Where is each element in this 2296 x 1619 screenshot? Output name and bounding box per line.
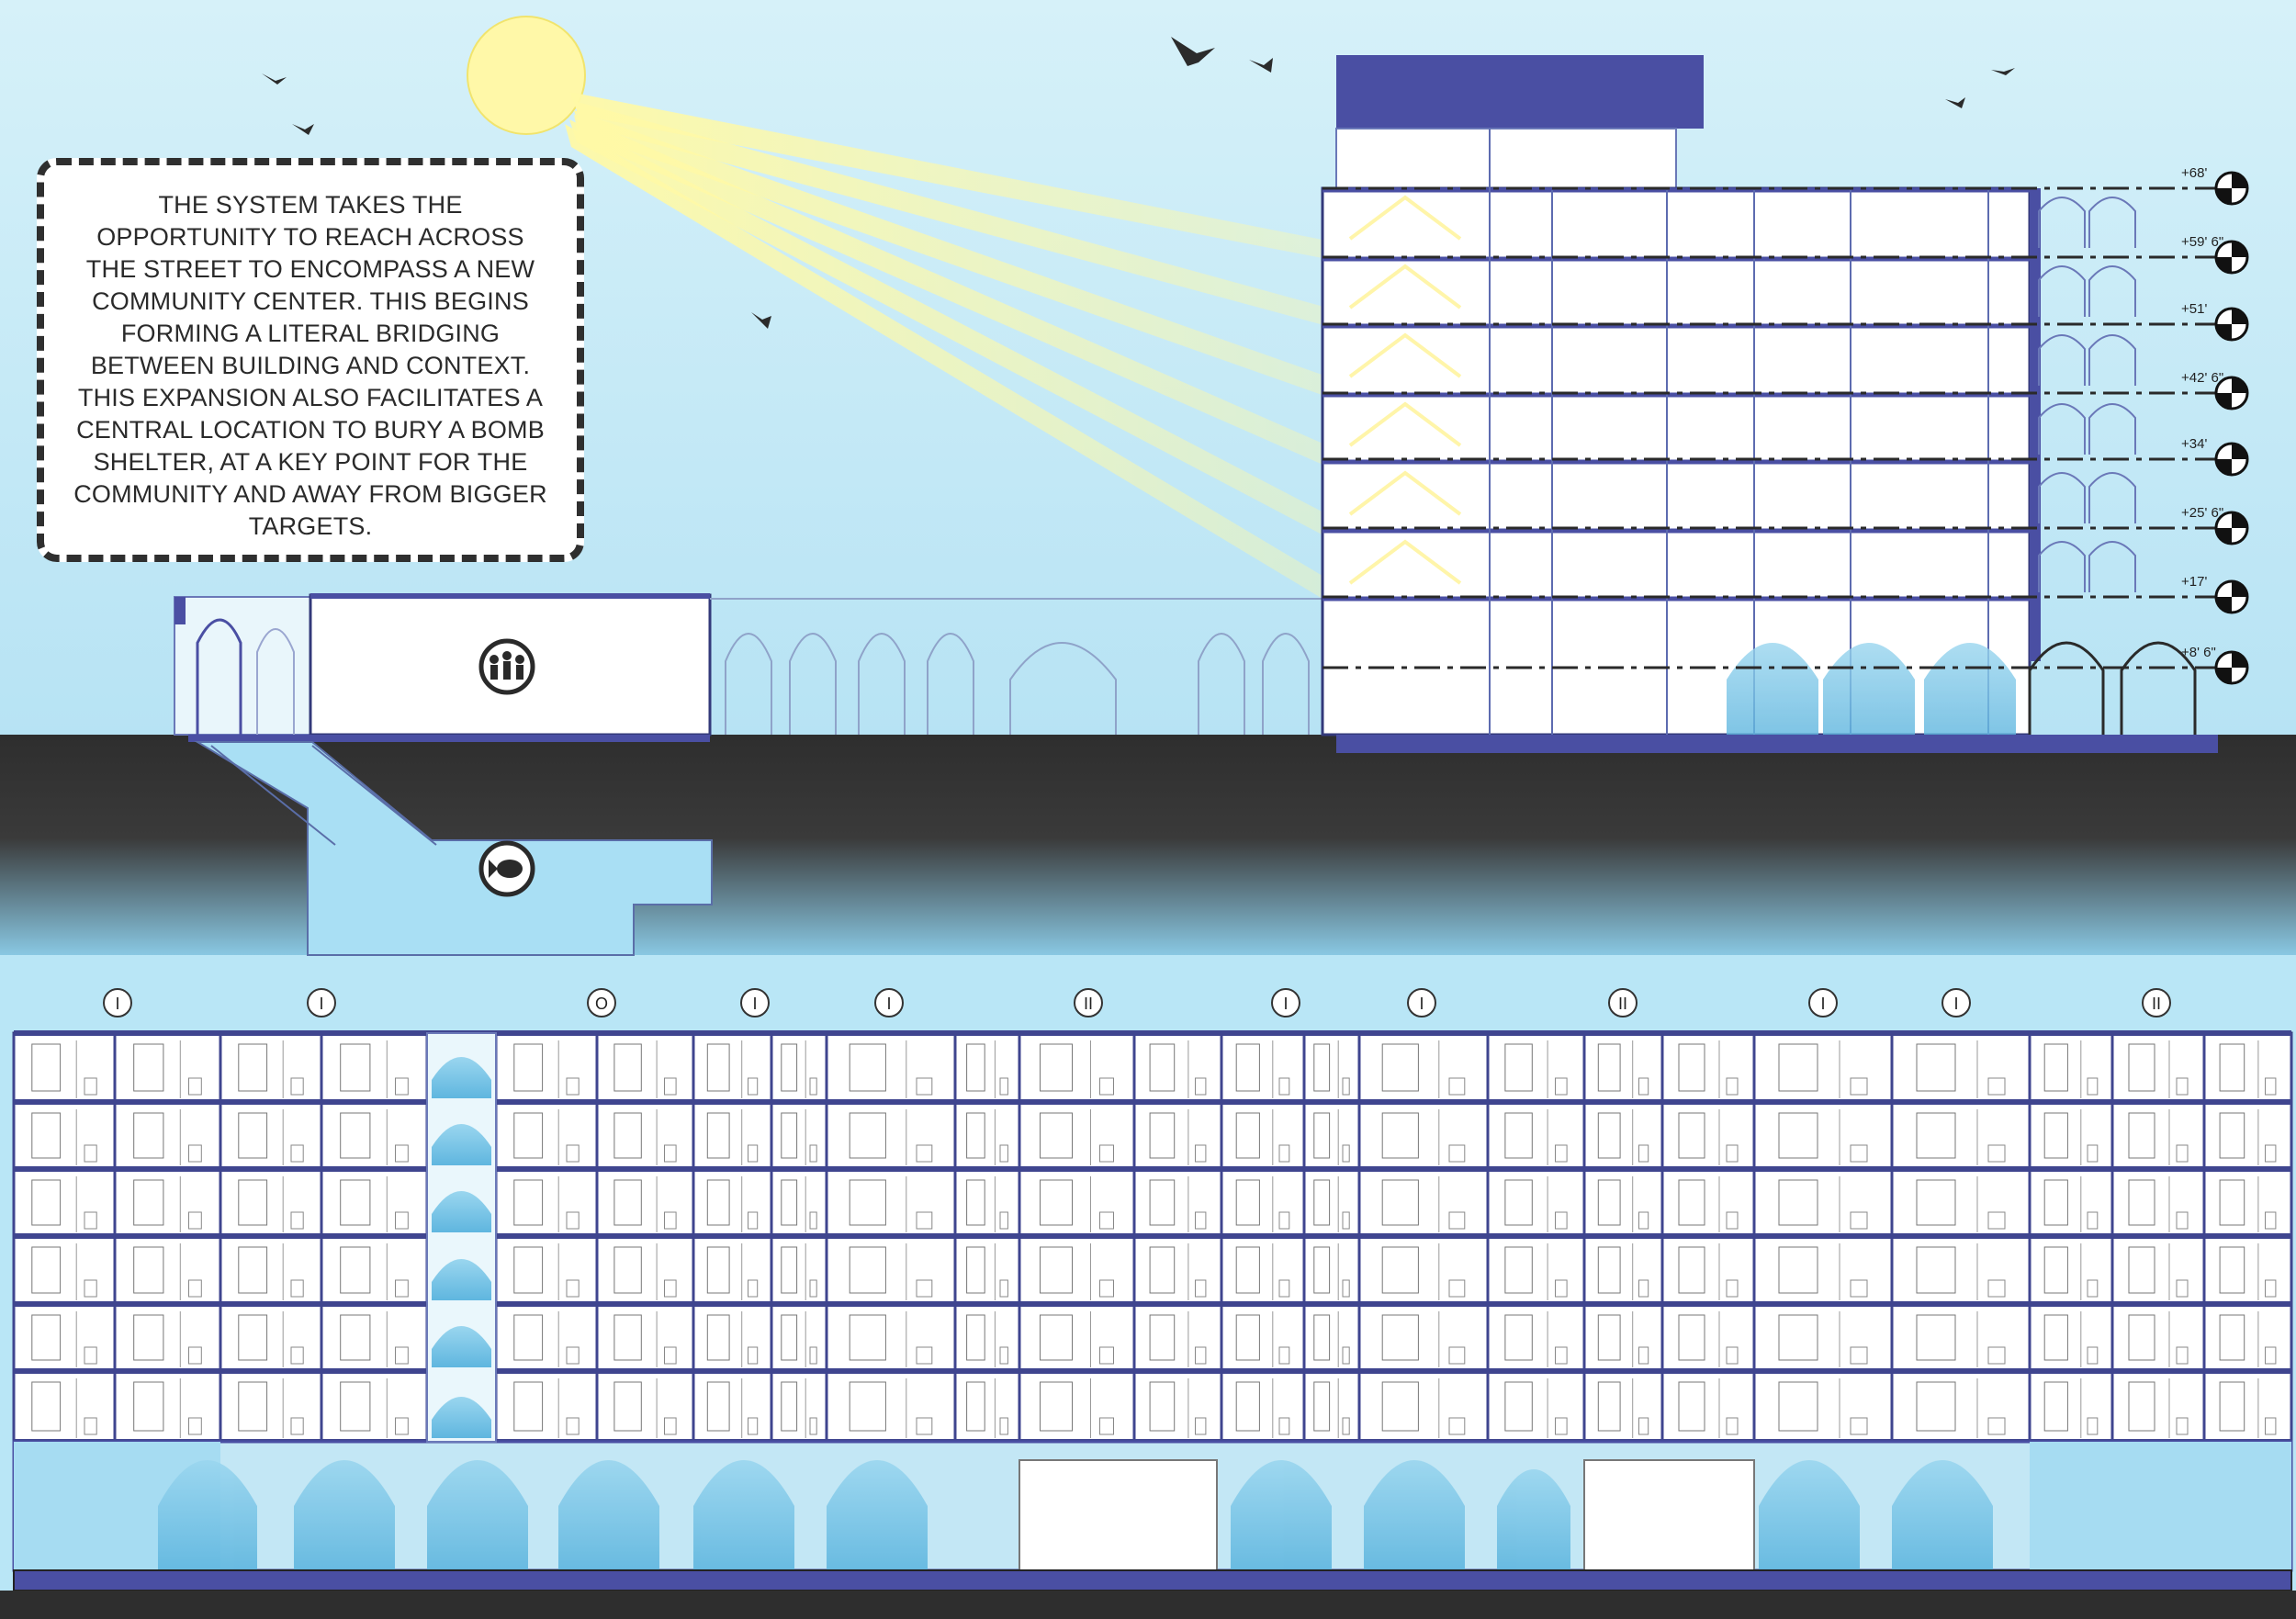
elevation-datum: +17' <box>2181 574 2249 614</box>
unit-marker: I <box>1808 988 1838 1017</box>
elevation-datum: +68' <box>2181 165 2249 206</box>
note-line: THE STREET TO ENCOMPASS A NEW <box>85 255 535 283</box>
note-line: THIS EXPANSION ALSO FACILITATES A <box>77 384 544 411</box>
unit-marker: II <box>1608 988 1638 1017</box>
unit-marker-label: I <box>1820 995 1825 1013</box>
unit-marker-label: II <box>1618 995 1627 1013</box>
elevation-datum-icon <box>2214 171 2249 206</box>
unit-marker: I <box>874 988 904 1017</box>
elevation-datum-icon <box>2214 511 2249 545</box>
birds <box>262 37 2015 329</box>
unit-marker-label: II <box>1084 995 1093 1013</box>
note-line: BETWEEN BUILDING AND CONTEXT. <box>90 352 531 379</box>
note-line: THE SYSTEM TAKES THE <box>158 191 463 219</box>
unit-marker: I <box>1941 988 1971 1017</box>
elevation-label: +17' <box>2181 574 2207 590</box>
unit-marker-label: II <box>2152 995 2161 1013</box>
unit-marker-label: I <box>1419 995 1424 1013</box>
longitudinal-section <box>0 1030 2296 1619</box>
unit-marker: I <box>103 988 132 1017</box>
level-lines <box>1322 186 2223 669</box>
elevation-datum: +25' 6" <box>2181 505 2249 545</box>
bird-icon <box>1171 37 1215 66</box>
description-note: THE SYSTEM TAKES THE OPPORTUNITY TO REACH… <box>37 158 584 562</box>
elevation-datum-icon <box>2214 376 2249 410</box>
street-arcade <box>710 598 1322 735</box>
bird-icon <box>1945 97 1965 108</box>
elevation-datum: +42' 6" <box>2181 370 2249 410</box>
elevation-label: +34' <box>2181 436 2207 452</box>
unit-marker-label: I <box>886 995 891 1013</box>
unit-marker: I <box>1407 988 1436 1017</box>
unit-marker-label: I <box>1283 995 1288 1013</box>
unit-marker-label: O <box>595 995 608 1013</box>
tower <box>1321 55 2218 753</box>
elevation-label: +51' <box>2181 301 2207 317</box>
unit-marker: II <box>1074 988 1103 1017</box>
elevation-datum-icon <box>2214 579 2249 614</box>
elevation-datum-icon <box>2214 240 2249 275</box>
note-line: CENTRAL LOCATION TO BURY A BOMB <box>76 416 545 444</box>
bird-icon <box>262 73 287 84</box>
unit-marker: II <box>2142 988 2171 1017</box>
bomb-shelter <box>194 741 713 956</box>
elevation-label: +8' 6" <box>2181 645 2216 660</box>
unit-marker-label: I <box>115 995 119 1013</box>
sun-icon <box>467 16 586 135</box>
note-line: COMMUNITY AND AWAY FROM BIGGER <box>73 480 547 508</box>
unit-marker: I <box>740 988 770 1017</box>
unit-marker-label: I <box>1953 995 1958 1013</box>
community-center <box>174 593 712 742</box>
sun-rays <box>565 92 1327 602</box>
note-line: OPPORTUNITY TO REACH ACROSS <box>96 223 524 251</box>
unit-marker: O <box>587 988 616 1017</box>
unit-marker: I <box>1271 988 1300 1017</box>
bird-icon <box>751 312 771 329</box>
unit-marker-label: I <box>319 995 323 1013</box>
elevation-datum-icon <box>2214 307 2249 342</box>
bird-icon <box>1991 68 2015 75</box>
note-line: COMMUNITY CENTER. THIS BEGINS <box>92 287 529 315</box>
elevation-datum: +59' 6" <box>2181 234 2249 275</box>
note-line: TARGETS. <box>248 512 373 540</box>
elevation-label: +25' 6" <box>2181 505 2223 521</box>
bird-icon <box>1249 58 1273 73</box>
note-line: FORMING A LITERAL BRIDGING <box>120 320 501 347</box>
elevation-label: +42' 6" <box>2181 370 2223 386</box>
elevation-label: +59' 6" <box>2181 234 2223 250</box>
elevation-datum: +34' <box>2181 436 2249 477</box>
elevation-datum-icon <box>2214 650 2249 685</box>
bird-icon <box>292 124 314 135</box>
elevation-datum: +51' <box>2181 301 2249 342</box>
elevation-datum-icon <box>2214 442 2249 477</box>
unit-marker-label: I <box>752 995 757 1013</box>
elevation-datums: +68' +59' 6" +51' +42' 6" +34' +25' 6" +17' +8'… <box>2181 165 2249 685</box>
elevation-datum: +8' 6" <box>2181 645 2249 685</box>
unit-marker: I <box>307 988 336 1017</box>
elevation-label: +68' <box>2181 165 2207 181</box>
note-line: SHELTER, AT A KEY POINT FOR THE <box>93 448 528 476</box>
